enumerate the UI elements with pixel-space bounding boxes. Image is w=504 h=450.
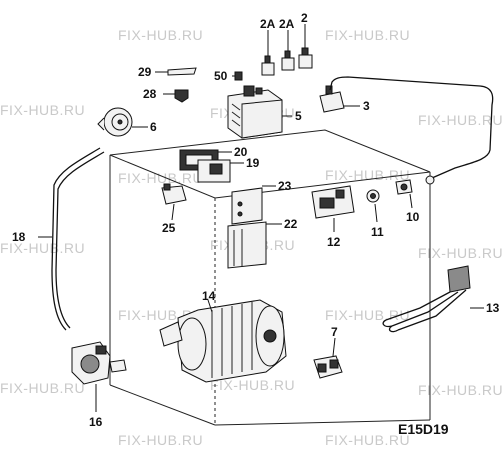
- watermark: FIX-HUB.RU: [325, 167, 410, 183]
- label-11: 11: [371, 225, 384, 239]
- part-28-clip: 28: [143, 87, 189, 103]
- watermark: FIX-HUB.RU: [0, 102, 85, 118]
- label-16: 16: [89, 415, 103, 429]
- watermark: FIX-HUB.RU: [325, 307, 410, 323]
- label-7: 7: [331, 325, 338, 339]
- watermark: FIX-HUB.RU: [118, 432, 203, 448]
- part-50-plug: 50: [214, 69, 243, 83]
- watermark: FIX-HUB.RU: [418, 245, 503, 261]
- part-12-switch: 12: [311, 185, 355, 249]
- label-28: 28: [143, 87, 157, 101]
- watermark: FIX-HUB.RU: [210, 377, 295, 393]
- watermark: FIX-HUB.RU: [418, 382, 503, 398]
- cabinet-bottom-right: [214, 419, 431, 426]
- label-2: 2: [301, 11, 308, 25]
- part-19-relay: 19: [197, 156, 260, 183]
- label-50: 50: [214, 69, 228, 83]
- label-2a-left: 2A: [260, 17, 276, 31]
- part-11-lamp: 11: [366, 189, 384, 239]
- part-23-bracket: 23: [231, 179, 292, 225]
- cabinet-bottom-left: [109, 384, 216, 426]
- part-22-filter: 22: [227, 217, 298, 269]
- label-13: 13: [486, 301, 500, 315]
- label-25: 25: [162, 221, 176, 235]
- label-23: 23: [278, 179, 292, 193]
- watermark: FIX-HUB.RU: [118, 27, 203, 43]
- watermark: FIX-HUB.RU: [0, 380, 85, 396]
- part-6-pulley: 6: [97, 107, 157, 137]
- label-12: 12: [327, 235, 341, 249]
- label-10: 10: [406, 210, 420, 224]
- label-22: 22: [284, 217, 298, 231]
- part-2-switch: 2: [298, 11, 313, 69]
- part-10-button: 10: [395, 179, 420, 224]
- cabinet-outline: [109, 129, 431, 426]
- part-2a-left-switch: 2A: [260, 17, 276, 76]
- part-2a-right-switch: 2A: [279, 17, 295, 71]
- part-3-thermostat: 3: [319, 76, 494, 185]
- watermark: FIX-HUB.RU: [0, 240, 85, 256]
- label-20: 20: [234, 145, 248, 159]
- label-3: 3: [363, 99, 370, 113]
- part-16-pump: 16: [71, 341, 127, 429]
- diagram-code: E15D19: [398, 421, 449, 437]
- watermark: FIX-HUB.RU: [325, 27, 410, 43]
- part-18-hose: 18: [12, 147, 105, 331]
- label-5: 5: [295, 109, 302, 123]
- part-25-suppressor: 25: [161, 183, 187, 235]
- label-6: 6: [150, 120, 157, 134]
- cabinet-top: [109, 129, 431, 199]
- part-29-bracket: 29: [138, 65, 197, 79]
- part-7-tacho: 7: [313, 325, 343, 379]
- part-13-heater: 13: [382, 265, 500, 333]
- watermark: FIX-HUB.RU: [118, 170, 203, 186]
- label-2a-right: 2A: [279, 17, 295, 31]
- label-29: 29: [138, 65, 152, 79]
- part-14-motor: 14: [159, 289, 287, 383]
- label-19: 19: [246, 156, 260, 170]
- part-5-timer: 5: [227, 85, 302, 139]
- label-14: 14: [202, 289, 216, 303]
- watermark: FIX-HUB.RU: [418, 112, 503, 128]
- label-18: 18: [12, 230, 26, 244]
- watermark: FIX-HUB.RU: [325, 432, 410, 448]
